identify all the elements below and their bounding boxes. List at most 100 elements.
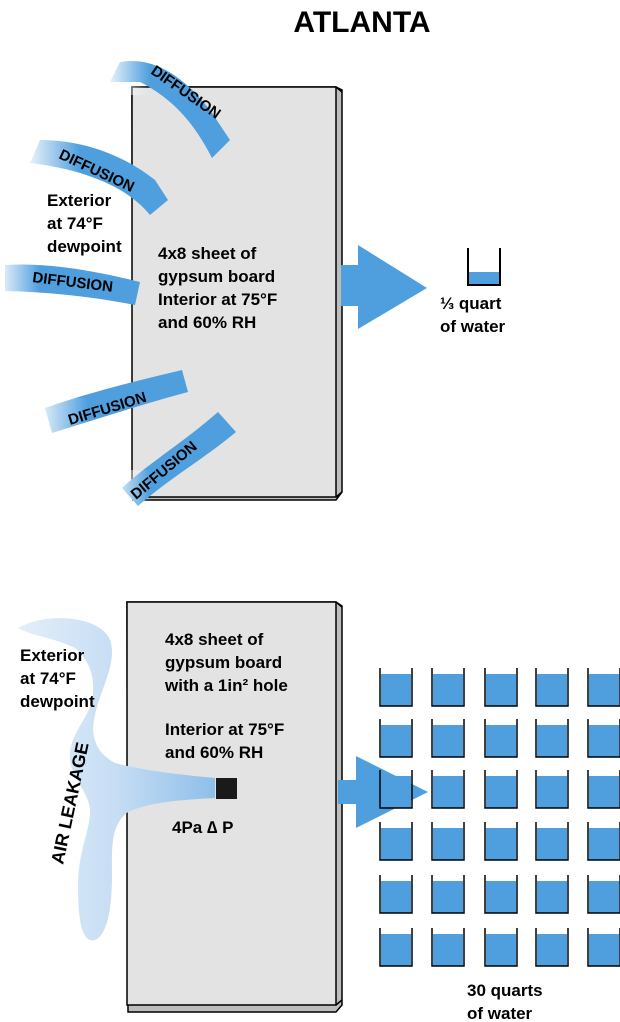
top-exterior-label: Exterior at 74°F dewpoint — [47, 191, 122, 256]
cup-outline — [379, 822, 413, 861]
water-fill — [381, 674, 411, 706]
cup-outline — [484, 719, 518, 758]
water-fill — [589, 674, 619, 706]
cup-outline — [587, 875, 620, 914]
water-fill — [537, 776, 567, 808]
water-cup — [535, 668, 569, 707]
water-cup — [587, 770, 620, 809]
svg-text:dewpoint: dewpoint — [20, 692, 95, 711]
cup-outline — [379, 875, 413, 914]
air-leakage-plume — [18, 618, 215, 941]
bottom-interior-label: Interior at 75°F and 60% RH — [165, 720, 284, 762]
water-cup — [484, 770, 518, 809]
top-panel-label: 4x8 sheet of gypsum board Interior at 75… — [158, 244, 277, 332]
water-fill — [433, 881, 463, 913]
water-fill — [433, 828, 463, 860]
water-fill — [486, 725, 516, 757]
water-cup — [431, 875, 465, 914]
svg-text:at 74°F: at 74°F — [20, 669, 76, 688]
water-fill — [433, 934, 463, 966]
svg-text:Exterior: Exterior — [47, 191, 112, 210]
water-cup — [587, 875, 620, 914]
water-fill — [589, 934, 619, 966]
air-hole — [216, 778, 237, 799]
pressure-label: 4Pa ∆ P — [172, 818, 233, 837]
water-cup — [535, 928, 569, 967]
cup-outline — [535, 719, 569, 758]
water-fill — [486, 828, 516, 860]
cup-outline — [431, 822, 465, 861]
bottom-result-label: 30 quarts of water — [467, 981, 543, 1022]
cup-outline — [431, 928, 465, 967]
water-fill — [381, 828, 411, 860]
cup-outline — [587, 668, 620, 707]
water-cup — [431, 668, 465, 707]
water-fill — [486, 776, 516, 808]
cup-outline — [587, 719, 620, 758]
svg-text:4x8 sheet of: 4x8 sheet of — [165, 630, 264, 649]
water-cup — [431, 770, 465, 809]
cup-outline — [535, 875, 569, 914]
water-cup — [379, 928, 413, 967]
water-fill — [537, 828, 567, 860]
water-fill — [381, 776, 411, 808]
water-fill — [537, 725, 567, 757]
svg-text:and 60% RH: and 60% RH — [158, 313, 256, 332]
water-fill — [537, 881, 567, 913]
cup-outline — [379, 719, 413, 758]
water-cup — [431, 822, 465, 861]
svg-text:of water: of water — [467, 1004, 533, 1022]
water-cup — [535, 875, 569, 914]
bottom-exterior-label: Exterior at 74°F dewpoint — [20, 646, 95, 711]
water-fill — [486, 674, 516, 706]
water-cup — [484, 719, 518, 758]
water-cup — [379, 822, 413, 861]
water-cup — [535, 822, 569, 861]
svg-text:⅓ quart: ⅓ quart — [440, 294, 502, 313]
svg-text:Exterior: Exterior — [20, 646, 85, 665]
cup-outline — [379, 928, 413, 967]
water-fill — [589, 725, 619, 757]
water-cup — [379, 668, 413, 707]
top-result-label: ⅓ quart of water — [440, 294, 506, 336]
water-cup — [431, 719, 465, 758]
cup-outline — [535, 668, 569, 707]
cup-outline — [535, 770, 569, 809]
water-cup-grid — [379, 668, 620, 967]
cup-outline — [484, 875, 518, 914]
top-gypsum-panel — [131, 86, 343, 501]
bottom-panel-label: 4x8 sheet of gypsum board with a 1in² ho… — [164, 630, 288, 695]
water-cup — [379, 770, 413, 809]
svg-text:dewpoint: dewpoint — [47, 237, 122, 256]
diffusion-ribbon-3: DIFFUSION — [0, 258, 140, 305]
water-cup — [587, 668, 620, 707]
water-cup — [484, 875, 518, 914]
cup-outline — [587, 822, 620, 861]
cup-outline — [431, 875, 465, 914]
water-cup — [587, 928, 620, 967]
cup-outline — [379, 668, 413, 707]
cup-outline — [535, 822, 569, 861]
cup-outline — [431, 719, 465, 758]
water-cup — [484, 668, 518, 707]
svg-text:4x8 sheet of: 4x8 sheet of — [158, 244, 257, 263]
water-fill — [589, 828, 619, 860]
water-fill — [537, 674, 567, 706]
cup-outline — [431, 668, 465, 707]
water-cup — [484, 822, 518, 861]
svg-text:with a 1in² hole: with a 1in² hole — [164, 676, 288, 695]
svg-text:30 quarts: 30 quarts — [467, 981, 543, 1000]
water-cup — [484, 928, 518, 967]
diffusion-ribbon-4: DIFFUSION — [38, 370, 188, 440]
svg-text:Interior at 75°F: Interior at 75°F — [158, 290, 277, 309]
water-cup — [379, 875, 413, 914]
water-cup — [379, 719, 413, 758]
svg-text:at 74°F: at 74°F — [47, 214, 103, 233]
svg-text:Interior at 75°F: Interior at 75°F — [165, 720, 284, 739]
water-fill — [486, 934, 516, 966]
svg-text:of water: of water — [440, 317, 506, 336]
water-fill — [589, 776, 619, 808]
water-cup — [431, 928, 465, 967]
water-fill — [433, 725, 463, 757]
svg-text:gypsum board: gypsum board — [158, 267, 275, 286]
